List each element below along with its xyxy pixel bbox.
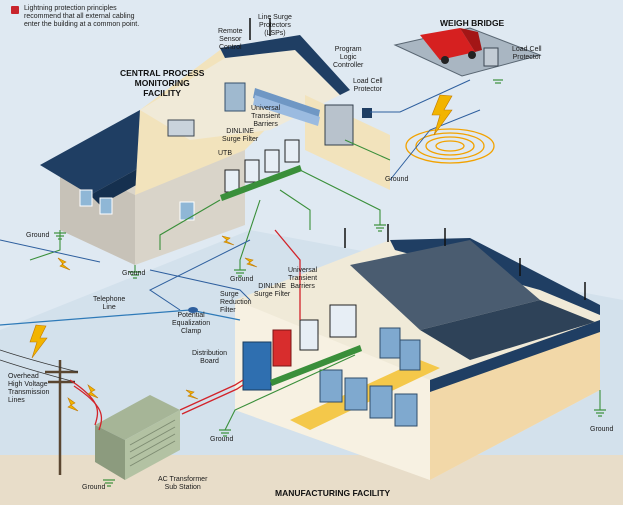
distribution-board bbox=[242, 341, 272, 391]
label-dinline-surge-filter-mfg: DINLINE Surge Filter bbox=[254, 283, 291, 298]
title-manufacturing-facility: MANUFACTURING FACILITY bbox=[275, 488, 391, 498]
label-distribution-board: Distribution Board bbox=[192, 350, 228, 365]
label-remote-sensor-control: Remote Sensor Control bbox=[218, 28, 243, 51]
signal-rings bbox=[405, 128, 495, 164]
title-central-process-monitoring-facility: CENTRAL PROCESS MONITORING FACILITY bbox=[120, 68, 205, 98]
ground-bar-top bbox=[220, 165, 302, 201]
lightning-bolt-icon bbox=[29, 94, 453, 412]
label-load-cell-protector-top: Load Cell Protector bbox=[353, 78, 383, 93]
ground-bar-mfg bbox=[270, 345, 362, 386]
label-potential-equalization-clamp: Potential Equalization Clamp bbox=[172, 312, 211, 335]
utb-unit-3 bbox=[284, 139, 300, 163]
signal-cabling-green bbox=[29, 139, 601, 431]
label-overhead-transmission-lines: Overhead High Voltage Transmission Lines bbox=[8, 373, 50, 404]
label-ground-mid: Ground bbox=[122, 270, 146, 277]
transmission-lines bbox=[0, 349, 79, 383]
load-cell-protector-top bbox=[362, 108, 372, 118]
title-weigh-bridge: WEIGH BRIDGE bbox=[440, 18, 505, 28]
label-program-logic-controller: Program Logic Controller bbox=[333, 46, 364, 69]
label-ac-transformer-sub-station: AC Transformer Sub Station bbox=[158, 476, 208, 491]
data-cabling-blue bbox=[0, 79, 481, 311]
label-ground-mfg: Ground bbox=[210, 436, 234, 443]
label-ground-plc: Ground bbox=[385, 176, 409, 183]
label-utb: UTB bbox=[218, 150, 232, 157]
remote-sensor-control-unit bbox=[224, 82, 246, 112]
label-load-cell-protector-bridge: Load Cell Protector bbox=[512, 46, 542, 61]
label-ground-bottom: Ground bbox=[82, 484, 106, 491]
computer-terminal bbox=[167, 119, 195, 137]
label-universal-transient-barriers-mfg: Universal Transient Barriers bbox=[288, 267, 318, 290]
label-universal-transient-barriers-top: Universal Transient Barriers bbox=[251, 105, 281, 128]
lsp-rack bbox=[253, 88, 320, 126]
label-ground-left: Ground bbox=[26, 232, 50, 239]
label-telephone-line: Telephone Line bbox=[93, 296, 126, 311]
utb-unit-2 bbox=[264, 149, 280, 173]
truck-icon bbox=[420, 28, 482, 64]
utb-mfg-unit bbox=[329, 304, 357, 338]
power-cabling-red bbox=[69, 229, 301, 431]
ac-transformer bbox=[95, 395, 180, 480]
equalization-clamp bbox=[188, 307, 198, 313]
label-ground-center: Ground bbox=[230, 276, 254, 283]
power-pole bbox=[45, 360, 78, 475]
label-surge-reduction-filter: Surge Reduction Filter bbox=[220, 291, 252, 314]
note-bullet bbox=[11, 6, 19, 14]
plc-cabinet bbox=[324, 104, 354, 146]
label-line-surge-protectors: Line Surge Protectors (LSPs) bbox=[258, 14, 292, 37]
lightning-principles-note: Lightning protection principles recommen… bbox=[24, 5, 140, 28]
ground-symbol-icon bbox=[54, 79, 606, 487]
antenna-icon bbox=[249, 18, 586, 300]
weigh-bridge bbox=[393, 27, 542, 77]
surge-reduction-filter bbox=[272, 329, 292, 367]
label-dinline-surge-filter-top: DINLINE Surge Filter bbox=[222, 128, 259, 143]
label-ground-right: Ground bbox=[590, 426, 614, 433]
utb-unit-1 bbox=[244, 159, 260, 183]
dinline-mfg-unit bbox=[299, 319, 319, 351]
process-machines bbox=[319, 327, 421, 427]
